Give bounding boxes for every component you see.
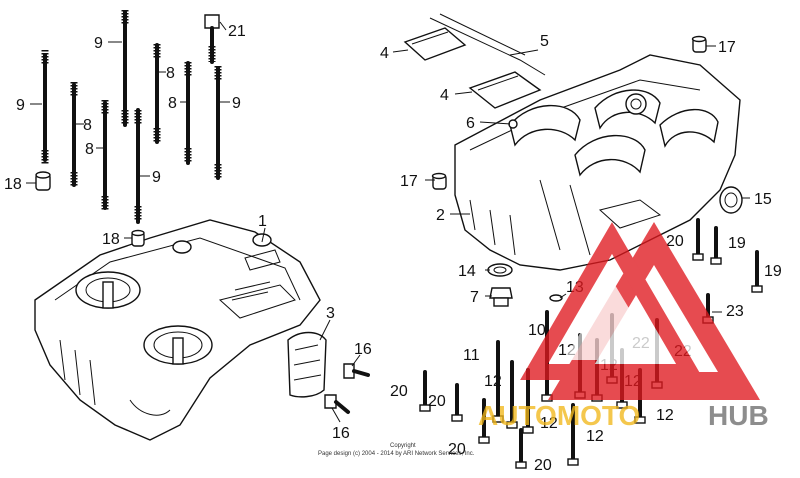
callout-18a: 18 — [4, 176, 22, 193]
washer-13 — [549, 294, 563, 302]
callout-23: 23 — [726, 303, 744, 320]
bolt-20-d — [478, 398, 490, 444]
callout-20b: 20 — [390, 383, 408, 400]
callout-9a: 9 — [94, 35, 103, 52]
callout-19a: 19 — [728, 235, 746, 252]
lower-crankcase — [454, 54, 741, 271]
callout-4b: 4 — [440, 87, 449, 104]
watermark-text-hub: HUB — [708, 400, 769, 431]
bolt-16-b — [324, 394, 350, 414]
bolt-20-b — [419, 370, 431, 412]
callout-20a: 20 — [666, 233, 684, 250]
callout-16b: 16 — [332, 425, 350, 442]
long-bolts-group — [35, 10, 222, 224]
bolt-19-b — [751, 250, 763, 293]
bolt-21 — [204, 14, 220, 64]
callout-8d: 8 — [168, 95, 177, 112]
callout-1: 1 — [258, 213, 267, 230]
copyright-notice: Copyright Page design (c) 2004 - 2014 by… — [318, 443, 475, 457]
callout-20d: 20 — [448, 441, 466, 458]
callout-17a: 17 — [718, 39, 736, 56]
callout-21: 21 — [228, 23, 246, 40]
dowel-pin-18-b — [131, 229, 145, 247]
callout-11: 11 — [463, 347, 480, 364]
callout-8b: 8 — [85, 141, 94, 158]
callout-2: 2 — [436, 207, 445, 224]
bolt-16-a — [343, 363, 370, 379]
callout-6: 6 — [466, 115, 475, 132]
callout-14: 14 — [458, 263, 476, 280]
callout-8c: 8 — [166, 65, 175, 82]
oil-seal-15 — [719, 186, 743, 214]
bolt-11 — [492, 340, 504, 423]
callout-9d: 9 — [152, 169, 161, 186]
orifice-6 — [508, 119, 518, 129]
callout-12a: 12 — [484, 373, 502, 390]
callout-9b: 9 — [16, 97, 25, 114]
bearing-insert-4-a — [403, 27, 467, 61]
crankcase-cover-3 — [287, 331, 327, 398]
callout-20c: 20 — [428, 393, 446, 410]
upper-crankcase — [34, 219, 321, 441]
callout-12e: 12 — [540, 415, 558, 432]
bolt-20-c — [451, 383, 463, 422]
callout-18b: 18 — [102, 231, 120, 248]
automotohub-watermark: AUTOMOTO HUB — [478, 222, 769, 431]
bolt-12-f — [567, 403, 579, 466]
dowel-pin-17-a — [691, 35, 707, 53]
dowel-pin-17-b — [431, 172, 447, 190]
callout-3: 3 — [326, 305, 335, 322]
bolt-20-e — [515, 428, 527, 469]
callout-15: 15 — [754, 191, 772, 208]
bearing-insert-4-b — [468, 71, 542, 109]
oil-pipe-5 — [429, 13, 546, 76]
callout-12f: 12 — [586, 428, 604, 445]
watermark-text-automoto: AUTOMOTO — [478, 400, 640, 431]
bolt-19-a — [710, 226, 722, 265]
callout-10: 10 — [528, 322, 546, 339]
callout-16a: 16 — [354, 341, 372, 358]
bolt-20-a — [692, 218, 704, 261]
callout-12g: 12 — [656, 407, 674, 424]
callout-8a: 8 — [83, 117, 92, 134]
washer-14 — [487, 263, 513, 277]
callout-20e: 20 — [534, 457, 552, 474]
copyright-line-1: Copyright — [390, 443, 416, 449]
watermark-triangle-left-inner — [564, 280, 660, 360]
dowel-pin-18-a — [35, 171, 51, 191]
callout-4a: 4 — [380, 45, 389, 62]
watermark-triangle-left-outer — [520, 222, 704, 380]
drain-plug-7 — [489, 287, 513, 307]
bolt-12-a — [506, 360, 518, 429]
callout-17b: 17 — [400, 173, 418, 190]
callout-5: 5 — [540, 33, 549, 50]
copyright-line-2: Page design (c) 2004 - 2014 by ARI Netwo… — [318, 451, 475, 457]
leader-lines — [26, 21, 750, 423]
callout-9c: 9 — [232, 95, 241, 112]
callout-19b: 19 — [764, 263, 782, 280]
callout-7: 7 — [470, 289, 479, 306]
